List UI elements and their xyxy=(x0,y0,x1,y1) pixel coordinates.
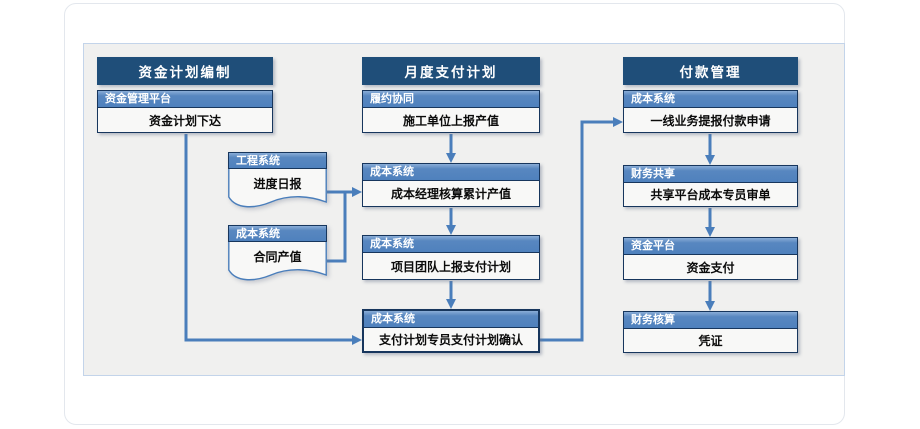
action-label: 成本经理核算累计产值 xyxy=(390,187,511,201)
action-label: 资金支付 xyxy=(686,260,735,275)
document-shape xyxy=(228,238,327,281)
stage-header-funding-plan: 资金计划编制 xyxy=(97,57,273,85)
document-progress-daily-report: 工程系统 进度日报 xyxy=(228,152,327,216)
system-label: 履约协同 xyxy=(363,91,539,108)
process-box-voucher: 财务核算 凭证 xyxy=(623,311,798,353)
system-label: 财务核算 xyxy=(624,312,797,329)
system-label: 成本系统 xyxy=(228,225,327,242)
stage-header-payment-management: 付款管理 xyxy=(623,57,798,85)
process-box-payment-request: 成本系统 一线业务提报付款申请 xyxy=(623,90,798,133)
process-box-fund-plan-issue: 资金管理平台 资金计划下达 xyxy=(97,90,273,133)
system-label: 工程系统 xyxy=(228,152,327,169)
action-label: 凭证 xyxy=(698,334,723,348)
action-label: 支付计划专员支付计划确认 xyxy=(378,333,523,347)
action-label: 资金计划下达 xyxy=(148,113,221,128)
process-box-payment-plan-confirm: 成本系统 支付计划专员支付计划确认 xyxy=(362,309,540,353)
system-label: 成本系统 xyxy=(364,311,538,328)
process-box-team-report-payment-plan: 成本系统 项目团队上报支付计划 xyxy=(362,235,540,280)
system-label: 财务共享 xyxy=(624,166,797,183)
process-box-cost-manager-accounting: 成本系统 成本经理核算累计产值 xyxy=(362,163,540,207)
action-label: 合同产值 xyxy=(253,249,302,264)
stage-header-monthly-payment-plan: 月度支付计划 xyxy=(362,57,540,85)
system-label: 成本系统 xyxy=(363,236,539,253)
action-label: 一线业务提报付款申请 xyxy=(650,113,771,128)
action-label: 项目团队上报支付计划 xyxy=(390,259,511,274)
action-label: 共享平台成本专员审单 xyxy=(650,188,771,202)
system-label: 成本系统 xyxy=(363,164,539,181)
document-contract-output: 成本系统 合同产值 xyxy=(228,225,327,289)
action-label: 施工单位上报产值 xyxy=(402,113,499,128)
action-label: 进度日报 xyxy=(253,176,302,191)
process-box-fund-payment: 资金平台 资金支付 xyxy=(623,237,798,280)
process-box-shared-platform-review: 财务共享 共享平台成本专员审单 xyxy=(623,165,798,207)
process-box-contractor-report-output: 履约协同 施工单位上报产值 xyxy=(362,90,540,133)
document-shape xyxy=(228,165,327,208)
system-label: 成本系统 xyxy=(624,91,797,108)
system-label: 资金平台 xyxy=(624,238,797,255)
system-label: 资金管理平台 xyxy=(98,91,272,108)
